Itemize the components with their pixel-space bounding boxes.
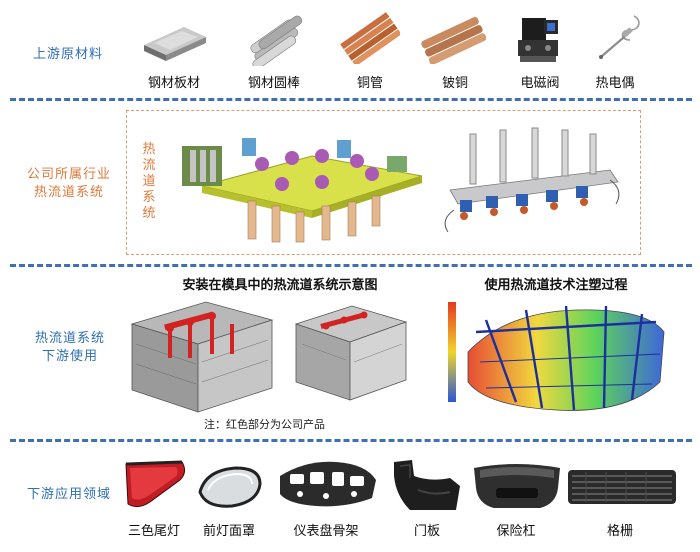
grille-icon xyxy=(566,466,678,510)
injection-process-title: 使用热流道技术注塑过程 xyxy=(484,278,628,293)
hot-runner-vertical-label: 热流道系统 xyxy=(142,142,156,221)
material-caption: 热电偶 xyxy=(595,76,635,91)
tail-light-icon xyxy=(120,458,190,512)
hot-runner-nozzle-image xyxy=(440,120,624,238)
section-divider xyxy=(10,439,692,442)
mold-block-image xyxy=(290,300,410,404)
downstream-label-line1: 热流道系统 xyxy=(34,331,105,346)
material-caption: 钢材圆棒 xyxy=(247,76,300,91)
solenoid-valve-icon xyxy=(514,14,564,66)
product-note: 注：红色部分为公司产品 xyxy=(204,418,325,431)
application-caption: 三色尾灯 xyxy=(127,524,180,539)
downstream-use-section-label: 热流道系统 下游使用 xyxy=(20,330,120,366)
application-caption: 仪表盘骨架 xyxy=(293,524,359,539)
dashboard-frame-icon xyxy=(276,454,378,514)
injection-simulation-image xyxy=(446,292,670,420)
beryllium-copper-icon xyxy=(420,14,487,65)
application-caption: 格栅 xyxy=(606,524,633,539)
upstream-section-label: 上游原材料 xyxy=(32,47,103,62)
hot-runner-manifold-image xyxy=(172,116,434,248)
material-caption: 铜管 xyxy=(356,76,383,91)
application-caption: 门板 xyxy=(413,524,440,539)
copper-pipe-icon xyxy=(340,12,402,67)
steel-plate-icon xyxy=(140,15,208,63)
bumper-icon xyxy=(470,458,564,514)
industry-dashed-frame xyxy=(126,110,641,255)
industry-label-line1: 公司所属行业 xyxy=(26,167,111,182)
application-caption: 保险杠 xyxy=(496,524,536,539)
section-divider xyxy=(10,98,692,101)
industry-section-label: 公司所属行业 热流道系统 xyxy=(14,166,124,202)
door-panel-icon xyxy=(390,456,464,516)
material-caption: 电磁阀 xyxy=(520,76,560,91)
material-caption: 钢材板材 xyxy=(147,76,200,91)
applications-section-label: 下游应用领域 xyxy=(26,487,111,502)
mold-diagram-title: 安装在模具中的热流道系统示意图 xyxy=(182,278,378,293)
steel-rod-icon xyxy=(243,10,305,70)
material-caption: 铍铜 xyxy=(441,76,468,91)
mold-assembly-image xyxy=(126,294,274,416)
headlight-cover-icon xyxy=(196,462,264,512)
industry-label-line2: 热流道系统 xyxy=(33,185,104,200)
downstream-label-line2: 下游使用 xyxy=(41,349,98,364)
application-caption: 前灯面罩 xyxy=(202,524,255,539)
thermocouple-icon xyxy=(590,10,646,66)
section-divider xyxy=(10,264,692,267)
